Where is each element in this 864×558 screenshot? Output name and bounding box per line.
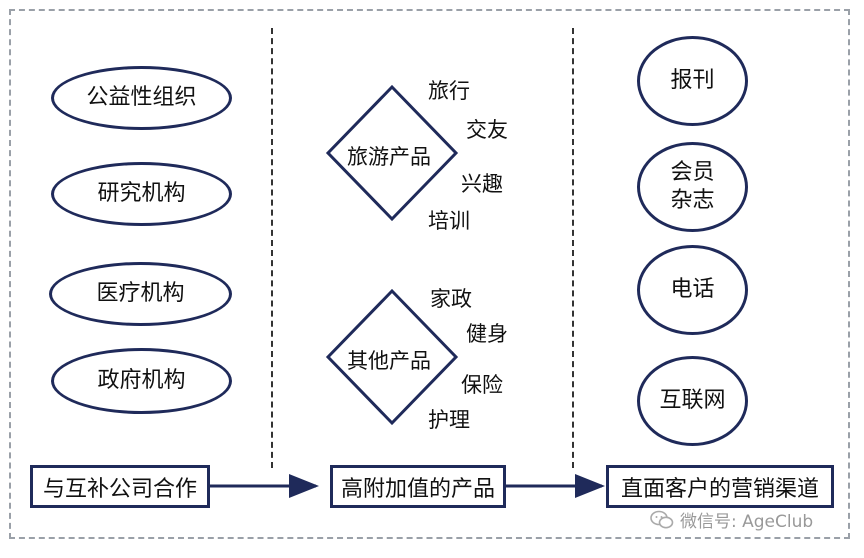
wechat-icon <box>650 510 674 528</box>
channel-circle: 报刊 <box>637 36 748 126</box>
diamond-other-products <box>325 288 459 426</box>
channel-label-line2: 杂志 <box>670 188 715 213</box>
travel-item: 旅行 <box>428 79 470 103</box>
other-item: 家政 <box>430 287 472 311</box>
diamond-label-travel: 旅游产品 <box>347 145 431 169</box>
box-label: 与互补公司合作 <box>42 476 197 502</box>
ellipse-partner-type: 医疗机构 <box>49 262 232 326</box>
box-partner-cooperation: 与互补公司合作 <box>30 465 210 508</box>
ellipse-label: 医疗机构 <box>96 281 185 306</box>
channel-circle: 会员杂志 <box>637 142 748 232</box>
column-divider-left <box>271 28 273 468</box>
ellipse-label: 政府机构 <box>97 368 186 393</box>
box-label: 直面客户的营销渠道 <box>620 476 819 502</box>
ellipse-partner-type: 研究机构 <box>51 162 232 226</box>
channel-circle: 互联网 <box>637 356 748 446</box>
column-divider-right <box>572 28 574 468</box>
channel-label: 电话 <box>670 277 715 302</box>
ellipse-label: 公益性组织 <box>86 85 197 110</box>
other-item: 健身 <box>466 322 508 346</box>
watermark: 微信号: AgeClub <box>650 507 813 532</box>
diamond-label-other: 其他产品 <box>347 349 431 373</box>
channel-circle: 电话 <box>637 245 748 335</box>
channel-label: 报刊 <box>670 68 715 93</box>
outer-dashed-frame <box>9 9 850 539</box>
channel-label: 互联网 <box>659 388 726 413</box>
ellipse-label: 研究机构 <box>97 181 186 206</box>
watermark-text: 微信号: AgeClub <box>680 512 814 532</box>
travel-item: 兴趣 <box>461 172 503 196</box>
box-direct-channels: 直面客户的营销渠道 <box>606 465 834 508</box>
box-label: 高附加值的产品 <box>340 476 495 502</box>
other-item: 保险 <box>461 373 503 397</box>
channel-label: 会员 <box>670 160 715 185</box>
other-item: 护理 <box>428 408 470 432</box>
ellipse-partner-type: 政府机构 <box>51 348 232 414</box>
travel-item: 培训 <box>428 209 470 233</box>
ellipse-partner-type: 公益性组织 <box>51 66 232 130</box>
diamond-travel-products <box>325 84 459 222</box>
travel-item: 交友 <box>466 118 508 142</box>
box-high-value-products: 高附加值的产品 <box>330 465 506 508</box>
